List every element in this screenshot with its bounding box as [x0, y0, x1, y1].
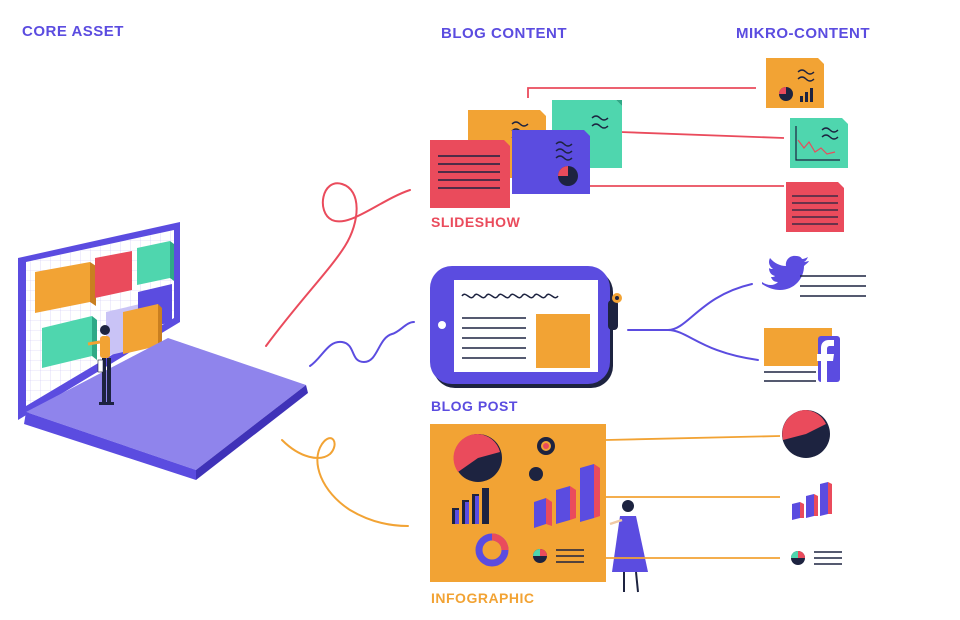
- presenting-woman-figure: [609, 500, 648, 593]
- mikro-pie-list: [791, 551, 842, 565]
- blog-post-connectors: [627, 283, 759, 361]
- blog-content-heading: BLOG CONTENT: [441, 25, 567, 42]
- blog-post-tablet: [430, 266, 622, 388]
- facebook-f-icon: [817, 336, 840, 382]
- infographic-connectors: [605, 435, 781, 559]
- mikro-slide-orange: [766, 58, 824, 108]
- mikro-content-heading: MIKRO-CONTENT: [736, 25, 870, 42]
- slideshow-label: SLIDESHOW: [431, 214, 521, 230]
- presenting-man-figure: [87, 325, 114, 405]
- mikro-slide-red: [786, 182, 844, 232]
- slide-purple: [512, 130, 590, 194]
- screen-tiles: [35, 241, 174, 368]
- infographic-big-bars: [534, 464, 600, 528]
- blog-post-label: BLOG POST: [431, 398, 518, 414]
- twitter-post: [762, 255, 866, 297]
- core-asset-heading: CORE ASSET: [22, 23, 124, 40]
- mikro-pie-chart: [782, 410, 830, 458]
- facebook-post: [764, 328, 840, 382]
- infographic-group: [430, 424, 648, 593]
- slideshow-group: [430, 87, 785, 208]
- slide-red: [430, 140, 510, 208]
- twitter-bird-icon: [762, 255, 809, 290]
- mikro-slide-teal: [790, 118, 848, 168]
- laptop-illustration: [18, 222, 308, 480]
- core-to-blog-connectors: [265, 182, 415, 527]
- mikro-bar-chart: [792, 482, 832, 520]
- infographic-label: INFOGRAPHIC: [431, 590, 535, 606]
